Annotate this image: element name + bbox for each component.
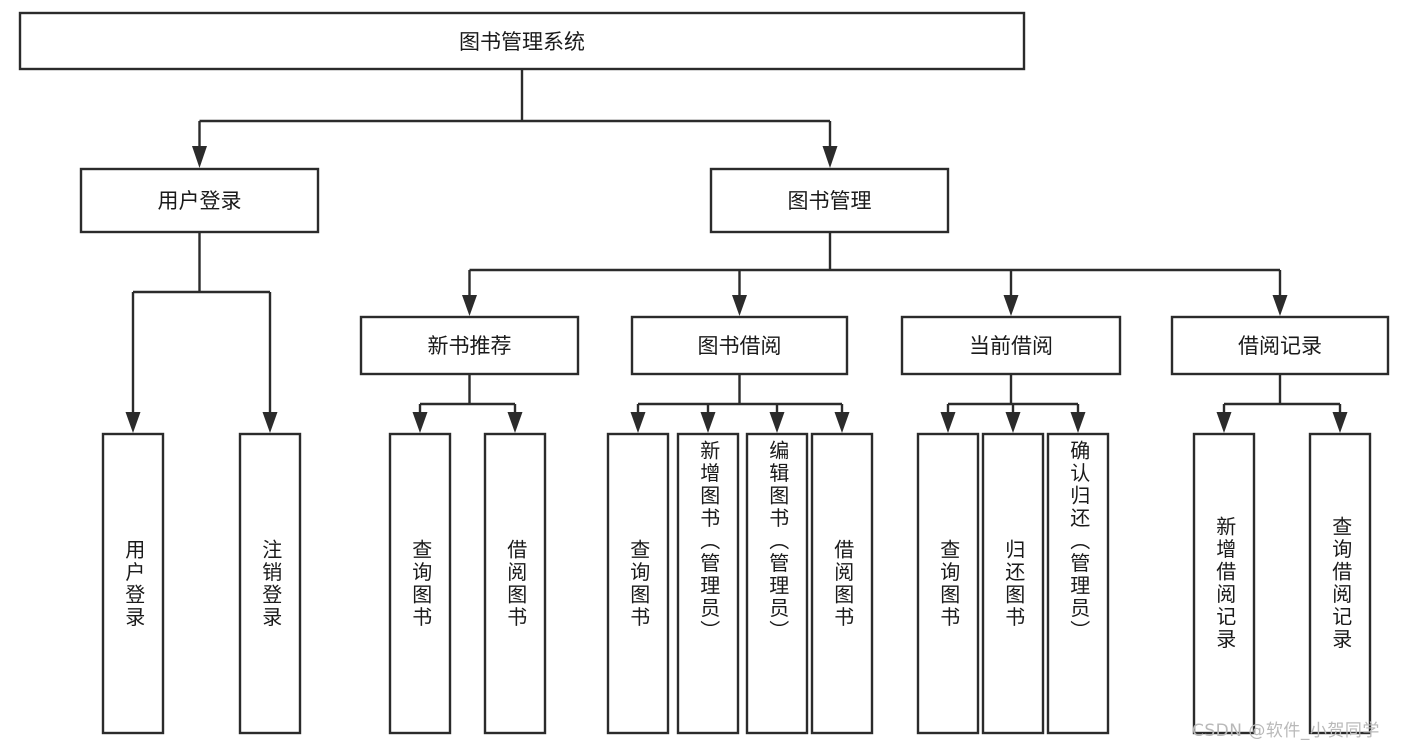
node-borrow-record[interactable]: 借阅记录 (1170, 315, 1390, 376)
leaf-box-query-book-current[interactable] (916, 432, 980, 735)
book-borrow-box[interactable] (630, 315, 849, 376)
connector-group-borrow-record (1216, 374, 1348, 433)
leaf-box-borrow-book-rec[interactable] (483, 432, 547, 735)
borrow-record-box[interactable] (1170, 315, 1390, 376)
leaf-box-add-borrow-record[interactable] (1192, 432, 1256, 735)
leaf-boxes-group (101, 432, 1372, 735)
node-user-login[interactable]: 用户登录 (79, 167, 320, 234)
root-label: 图书管理系统 (459, 30, 585, 54)
leaf-box-query-book-rec[interactable] (388, 432, 452, 735)
current-borrow-box[interactable] (900, 315, 1122, 376)
leaf-box-query-borrow-record[interactable] (1308, 432, 1372, 735)
current-borrow-label: 当前借阅 (969, 334, 1053, 358)
connector-group-user-login (125, 232, 278, 433)
leaf-box-add-book-admin[interactable] (676, 432, 740, 735)
node-book-borrow[interactable]: 图书借阅 (630, 315, 849, 376)
leaf-box-return-book[interactable] (981, 432, 1045, 735)
connector-group-root (192, 69, 838, 168)
connector-group-current-borrow (940, 374, 1086, 433)
book-borrow-label: 图书借阅 (698, 334, 782, 358)
leaf-box-confirm-return-admin[interactable] (1046, 432, 1110, 735)
connector-group-book-management (462, 232, 1288, 316)
connector-group-book-borrow (630, 374, 850, 433)
book-management-label: 图书管理 (788, 189, 872, 213)
leaf-box-query-book-borrow[interactable] (606, 432, 670, 735)
user-login-label: 用户登录 (158, 189, 242, 213)
connector-group-new-book-recommend (412, 374, 523, 433)
book-management-box[interactable] (709, 167, 950, 234)
node-new-book-recommend[interactable]: 新书推荐 (359, 315, 580, 376)
leaf-box-user-login[interactable] (101, 432, 165, 735)
node-root-system[interactable]: 图书管理系统 (18, 11, 1026, 71)
leaf-box-edit-book-admin[interactable] (745, 432, 809, 735)
leaf-box-borrow-book[interactable] (810, 432, 874, 735)
node-book-management[interactable]: 图书管理 (709, 167, 950, 234)
new-book-recommend-box[interactable] (359, 315, 580, 376)
root-box[interactable] (18, 11, 1026, 71)
new-book-recommend-label: 新书推荐 (428, 334, 512, 358)
csdn-watermark: CSDN @软件_小贺同学 (1192, 721, 1380, 741)
leaf-box-logout-login[interactable] (238, 432, 302, 735)
borrow-record-label: 借阅记录 (1238, 334, 1322, 358)
node-current-borrow[interactable]: 当前借阅 (900, 315, 1122, 376)
user-login-box[interactable] (79, 167, 320, 234)
